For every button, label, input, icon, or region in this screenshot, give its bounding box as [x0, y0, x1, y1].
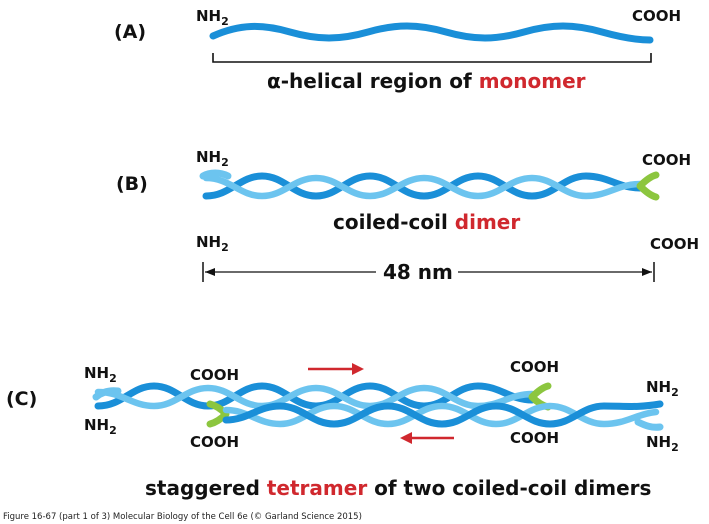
- dimension-arrow-left: [205, 268, 215, 276]
- panel-a-cooh: COOH: [632, 7, 681, 25]
- dimension-arrow-right: [642, 268, 652, 276]
- panel-b-cooh-bottom: COOH: [650, 235, 699, 253]
- panel-c-cooh-upper-left: COOH: [190, 366, 239, 384]
- panel-c-cooh-upper-right: COOH: [510, 358, 559, 376]
- coiled-coil-dimer: [199, 169, 660, 201]
- direction-arrow-right: [308, 363, 364, 375]
- dimer-cterm-green: [636, 171, 660, 201]
- dimer-strand-dark: [202, 172, 644, 200]
- lower-dimer-strand-dark: [222, 400, 664, 428]
- lower-dimer-nterm-tail: [634, 418, 664, 431]
- upper-dimer-strand-dark: [94, 382, 536, 410]
- panel-a-nh2: NH2: [196, 7, 229, 28]
- panel-c-label: (C): [6, 388, 37, 410]
- panel-c-cooh-lower-right: COOH: [510, 429, 559, 447]
- figure-caption: Figure 16-67 (part 1 of 3) Molecular Bio…: [3, 512, 362, 522]
- panel-b-label: (B): [116, 173, 148, 195]
- dimension-length-label: 48 nm: [383, 260, 453, 284]
- panel-b-caption: coiled-coil dimer: [333, 210, 520, 234]
- direction-arrow-left: [400, 432, 454, 444]
- upper-dimer: [92, 382, 552, 411]
- panel-b: (B) NH2 COOH coiled-coil dimer NH2 COOH …: [116, 148, 699, 284]
- panel-c-nh2-right-bottom: NH2: [646, 433, 679, 454]
- panel-c: (C) NH2 NH2 COOH COOH COOH COOH NH2 NH2: [6, 358, 679, 500]
- panel-a: (A) NH2 COOH α-helical region of monomer: [114, 7, 681, 93]
- lower-dimer-strand-light: [222, 402, 660, 428]
- length-dimension: 48 nm: [202, 260, 655, 284]
- panel-a-caption: α-helical region of monomer: [267, 69, 586, 93]
- upper-dimer-strand-light: [94, 384, 536, 410]
- panel-b-cooh-top: COOH: [642, 151, 691, 169]
- monomer-helix: [209, 22, 654, 44]
- panel-c-cooh-lower-left: COOH: [190, 433, 239, 451]
- monomer-bracket: [212, 53, 652, 63]
- panel-b-nh2-bottom: NH2: [196, 233, 229, 254]
- panel-a-label: (A): [114, 21, 146, 43]
- panel-c-nh2-left-top: NH2: [84, 364, 117, 385]
- panel-c-nh2-right-top: NH2: [646, 378, 679, 399]
- lower-dimer: [206, 400, 664, 431]
- panel-b-nh2-top: NH2: [196, 148, 229, 169]
- panel-c-caption: staggered tetramer of two coiled-coil di…: [145, 476, 651, 500]
- panel-c-nh2-left-bottom: NH2: [84, 416, 117, 437]
- dimer-strand-light: [202, 174, 644, 200]
